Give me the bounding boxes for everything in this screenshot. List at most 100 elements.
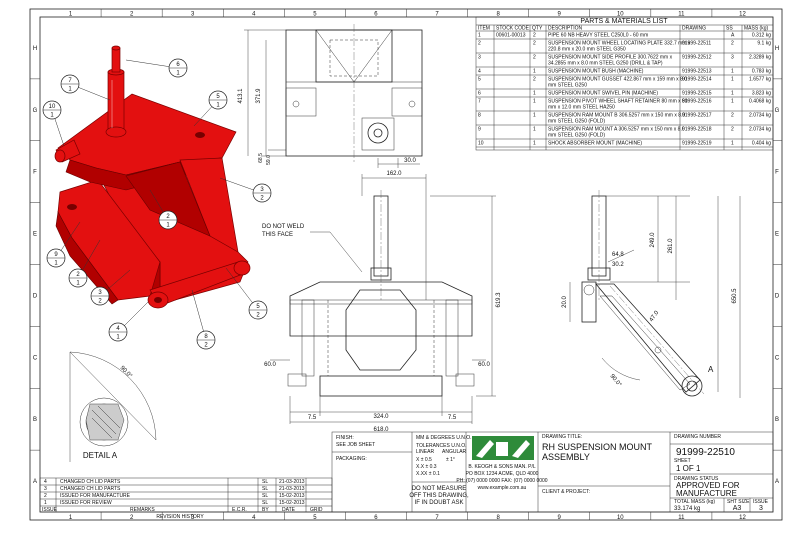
balloon-quantity: 1 bbox=[116, 335, 120, 341]
grid-col-label: 10 bbox=[617, 515, 624, 521]
grid-col-label: 8 bbox=[496, 12, 500, 18]
grid-col-label: 8 bbox=[496, 515, 500, 521]
isometric-view bbox=[54, 45, 251, 309]
drawing-title-1: RH SUSPENSION MOUNT bbox=[542, 442, 653, 452]
grid-col-label: 12 bbox=[739, 12, 746, 18]
dim-64-8: 64.8 bbox=[612, 252, 624, 258]
finish-label: FINISH: bbox=[336, 435, 354, 441]
parts-row-qty: 1 bbox=[533, 69, 536, 75]
parts-row-item: 8 bbox=[478, 113, 481, 119]
grid-row-label: C bbox=[33, 355, 38, 361]
dim-47: 47.0 bbox=[649, 310, 661, 324]
balloon-quantity: 1 bbox=[50, 113, 54, 119]
balloon-quantity: 2 bbox=[204, 343, 208, 349]
grid-row-label: C bbox=[775, 355, 780, 361]
grid-col-label: 7 bbox=[435, 12, 439, 18]
parts-row-ss: 3 bbox=[731, 55, 734, 61]
dim-619: 619.3 bbox=[496, 292, 502, 308]
parts-row-item: 10 bbox=[478, 141, 484, 147]
tol-row-1: X ± 0.5 bbox=[416, 457, 432, 463]
dim-324: 324.0 bbox=[373, 414, 389, 420]
parts-list-title: PARTS & MATERIALS LIST bbox=[580, 18, 668, 25]
balloon-item-number: 10 bbox=[49, 104, 56, 110]
parts-list-header: MASS (kg) bbox=[744, 26, 769, 32]
sheet-value: 1 OF 1 bbox=[676, 464, 701, 473]
balloon-item-number: 3 bbox=[260, 187, 264, 193]
parts-row-mass: 2.0734 kg bbox=[749, 113, 771, 119]
packaging-label: PACKAGING: bbox=[336, 456, 367, 462]
dim-413: 413.1 bbox=[238, 88, 244, 104]
tol-row-2: X.X ± 0.3 bbox=[416, 464, 437, 470]
revision-header: DATE bbox=[282, 507, 296, 513]
grid-col-label: 1 bbox=[69, 12, 73, 18]
revision-remark: CHANGED CH LID PARTS bbox=[60, 479, 121, 485]
parts-row-description: mm STEEL G250 (FOLD) bbox=[548, 119, 605, 125]
grid-row-label: B bbox=[33, 417, 37, 423]
dim-7-5-left: 7.5 bbox=[308, 415, 317, 421]
grid-col-label: 5 bbox=[313, 515, 317, 521]
dim-90-side: 90.0° bbox=[608, 373, 622, 388]
parts-row-mass: 2.3289 kg bbox=[749, 55, 771, 61]
parts-row-description: SUSPENSION MOUNT WHEEL LOCATING PLATE 33… bbox=[548, 41, 691, 47]
parts-list-header: STOCK CODE bbox=[496, 26, 530, 32]
grid-col-label: 3 bbox=[191, 515, 195, 521]
grid-row-label: D bbox=[33, 293, 38, 299]
parts-row-description: SUSPENSION MOUNT BUSH (MACHINE) bbox=[548, 69, 644, 75]
revision-header: E.C.R. bbox=[232, 507, 247, 513]
revision-date: 21-03-2013 bbox=[279, 479, 305, 485]
issue-label: ISSUE bbox=[753, 499, 769, 505]
dim-650: 650.5 bbox=[732, 288, 738, 304]
parts-row-qty: 2 bbox=[533, 77, 536, 83]
company-line-2: PH: (07) 0000 0000 FAX: (07) 0000 0000 bbox=[456, 478, 547, 484]
parts-row-ss: 2 bbox=[731, 113, 734, 119]
company-name: B. KEOGH & SONS MAN. P/L bbox=[468, 464, 535, 470]
parts-row-drawing: 91999-22514 bbox=[682, 77, 712, 83]
parts-row-drawing: 91999-22511 bbox=[682, 41, 711, 47]
front-view: DO NOT WELD THIS FACE 162.0 60.0 60.0 7.… bbox=[262, 171, 502, 433]
revision-issue: 2 bbox=[44, 493, 47, 499]
balloon-quantity: 2 bbox=[260, 196, 264, 202]
balloon-quantity: 2 bbox=[98, 299, 102, 305]
dim-59: 59.0 bbox=[266, 155, 272, 165]
balloon-item-number: 7 bbox=[68, 78, 72, 84]
parts-row-description: SHOCK ABSORBER MOUNT (MACHINE) bbox=[548, 141, 642, 147]
parts-row-item: 3 bbox=[478, 55, 481, 61]
balloon-item-number: 6 bbox=[176, 62, 180, 68]
do-not-measure-2: OFF THIS DRAWING, bbox=[409, 493, 469, 499]
note-do-not-weld-1: DO NOT WELD bbox=[262, 224, 305, 230]
grid-col-label: 3 bbox=[191, 12, 195, 18]
grid-col-label: 7 bbox=[435, 515, 439, 521]
balloon-item-number: 3 bbox=[98, 290, 102, 296]
grid-col-label: 5 bbox=[313, 12, 317, 18]
side-view: A 249.0 261.0 650.5 64.8 30.2 20.0 47.0 … bbox=[562, 190, 741, 398]
parts-row-drawing: 91999-22517 bbox=[682, 113, 712, 119]
parts-row-drawing: 91999-22518 bbox=[682, 127, 712, 133]
grid-col-label: 9 bbox=[558, 12, 562, 18]
total-mass: 33.174 kg bbox=[674, 506, 700, 512]
parts-row-item: 4 bbox=[478, 69, 481, 75]
parts-row-description: PIPE 60 NB HEAVY STEEL C250L0 - 60 mm bbox=[548, 33, 648, 39]
parts-row-item: 6 bbox=[478, 91, 481, 97]
grid-col-label: 12 bbox=[739, 515, 746, 521]
balloon-quantity: 2 bbox=[256, 313, 260, 319]
parts-list-header: SS bbox=[726, 26, 733, 32]
parts-row-mass: 1.6577 kg bbox=[749, 77, 771, 83]
dim-7-5-right: 7.5 bbox=[448, 415, 457, 421]
drawing-title-2: ASSEMBLY bbox=[542, 452, 590, 462]
balloon-quantity: 1 bbox=[216, 103, 220, 109]
parts-list-header: QTY bbox=[532, 26, 543, 32]
drawing-status-label: DRAWING STATUS bbox=[674, 476, 719, 482]
grid-col-label: 11 bbox=[678, 515, 685, 521]
units-text: MM & DEGREES U.N.O. bbox=[416, 435, 472, 441]
balloon-item-number: 9 bbox=[54, 252, 58, 258]
detail-a-label: DETAIL A bbox=[83, 451, 118, 460]
grid-row-label: G bbox=[775, 108, 780, 114]
parts-row-mass: 9.1 kg bbox=[757, 41, 771, 47]
parts-row-qty: 2 bbox=[533, 33, 536, 39]
drawing-status-2: MANUFACTURE bbox=[676, 489, 737, 498]
parts-row-ss: 1 bbox=[731, 141, 734, 147]
revision-header: GRID bbox=[310, 507, 323, 513]
